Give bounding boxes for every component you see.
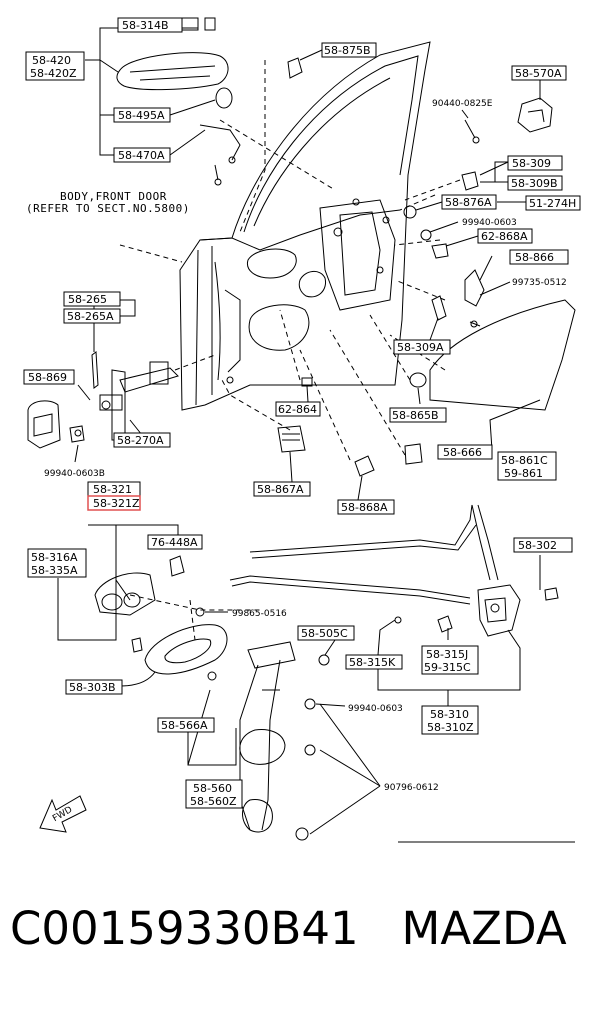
svg-text:58-321: 58-321 <box>93 483 132 496</box>
label-58-495a: 58-495A <box>113 107 171 123</box>
body-front-door-note: BODY,FRONT DOOR <box>60 190 167 203</box>
label-58-869: 58-869 <box>23 369 75 385</box>
svg-text:58-666: 58-666 <box>443 446 482 459</box>
svg-text:58-868A: 58-868A <box>341 501 388 514</box>
code-90796-0612: 90796-0612 <box>384 783 439 793</box>
code-99735-0512: 99735-0512 <box>512 278 567 288</box>
code-99940-0603-a: 99940-0603 <box>462 218 517 228</box>
code-99865-0516: 99865-0516 <box>232 609 287 619</box>
label-58-302: 58-302 <box>513 537 573 553</box>
part-number: C00159330B41 <box>10 902 359 955</box>
label-58-865b: 58-865B <box>389 407 447 423</box>
label-58-265a: 58-265A <box>63 308 121 324</box>
label-58-566a: 58-566A <box>157 717 215 733</box>
label-58-875b: 58-875B <box>321 42 377 58</box>
svg-text:58-861C: 58-861C <box>501 454 548 467</box>
svg-text:58-866: 58-866 <box>515 251 554 264</box>
label-62-868a: 62-868A <box>477 228 533 244</box>
label-58-470a: 58-470A <box>113 147 171 163</box>
svg-text:58-566A: 58-566A <box>161 719 208 732</box>
svg-text:62-864: 62-864 <box>278 403 317 416</box>
svg-text:58-867A: 58-867A <box>257 483 304 496</box>
fwd-arrow-icon <box>39 795 87 833</box>
label-58-309a: 58-309A <box>393 339 451 355</box>
code-90440-0825e: 90440-0825E <box>432 99 493 109</box>
svg-text:58-310Z: 58-310Z <box>427 721 474 734</box>
hardware-codes: 90440-0825E 99940-0603 99735-0512 99940-… <box>44 99 567 793</box>
svg-text:58-505C: 58-505C <box>301 627 348 640</box>
label-58-666: 58-666 <box>437 444 493 460</box>
svg-text:58-869: 58-869 <box>28 371 67 384</box>
lock-rods <box>229 504 499 605</box>
svg-text:58-310: 58-310 <box>430 708 469 721</box>
svg-text:58-316A: 58-316A <box>31 551 78 564</box>
label-76-448a: 76-448A <box>147 534 203 550</box>
label-51-274h: 51-274H <box>525 195 581 211</box>
svg-text:58-309A: 58-309A <box>397 341 444 354</box>
brand-name: MAZDA <box>401 902 567 955</box>
svg-text:58-315K: 58-315K <box>349 656 396 669</box>
code-99940-0603-c: 99940-0603 <box>348 704 403 714</box>
svg-text:58-321Z: 58-321Z <box>93 497 140 510</box>
svg-text:58-335A: 58-335A <box>31 564 78 577</box>
svg-text:58-420: 58-420 <box>32 54 71 67</box>
footer-caption: C00159330B41 MAZDA <box>10 902 595 955</box>
label-62-864: 62-864 <box>275 401 321 417</box>
label-58-309b: 58-309B <box>507 175 563 191</box>
label-58-570a: 58-570A <box>511 65 567 81</box>
outer-handle-part <box>116 17 303 186</box>
svg-text:58-470A: 58-470A <box>118 149 165 162</box>
svg-text:58-270A: 58-270A <box>117 434 164 447</box>
svg-text:59-861: 59-861 <box>504 467 543 480</box>
svg-text:58-309: 58-309 <box>512 157 551 170</box>
svg-text:76-448A: 76-448A <box>151 536 198 549</box>
label-58-303b: 58-303B <box>65 679 123 695</box>
label-58-876a: 58-876A <box>441 194 497 210</box>
label-58-866: 58-866 <box>509 249 569 265</box>
svg-text:51-274H: 51-274H <box>529 197 576 210</box>
door-glass-part <box>429 299 576 411</box>
label-58-868a: 58-868A <box>337 499 395 515</box>
label-58-314b: 58-314B <box>117 17 183 33</box>
svg-text:62-868A: 62-868A <box>481 230 528 243</box>
svg-text:58-265: 58-265 <box>68 293 107 306</box>
door-frame-drawing <box>179 41 431 411</box>
svg-text:59-315C: 59-315C <box>424 661 471 674</box>
label-58-309: 58-309 <box>507 155 563 171</box>
window-regulator-part <box>207 641 330 841</box>
svg-text:58-303B: 58-303B <box>69 681 116 694</box>
svg-text:58-560Z: 58-560Z <box>190 795 237 808</box>
label-58-505c: 58-505C <box>297 625 355 641</box>
inner-handle-part <box>94 555 228 675</box>
code-99940-0603b: 99940-0603B <box>44 469 105 479</box>
label-58-315k: 58-315K <box>345 654 403 670</box>
label-58-265: 58-265 <box>63 291 121 307</box>
svg-text:58-560: 58-560 <box>193 782 232 795</box>
svg-text:58-314B: 58-314B <box>122 19 169 32</box>
label-58-867a: 58-867A <box>253 481 311 497</box>
svg-text:58-309B: 58-309B <box>511 177 558 190</box>
svg-text:58-876A: 58-876A <box>445 196 492 209</box>
svg-text:58-865B: 58-865B <box>392 409 439 422</box>
svg-text:58-315J: 58-315J <box>426 648 468 661</box>
svg-text:58-265A: 58-265A <box>67 310 114 323</box>
label-58-270a: 58-270A <box>113 432 171 448</box>
svg-text:58-495A: 58-495A <box>118 109 165 122</box>
door-latch-part <box>394 584 559 637</box>
refer-to-section-note: (REFER TO SECT.NO.5800) <box>26 202 190 215</box>
svg-text:58-302: 58-302 <box>518 539 557 552</box>
center-small-parts <box>277 377 423 477</box>
svg-text:58-875B: 58-875B <box>324 44 371 57</box>
svg-text:58-420Z: 58-420Z <box>30 67 77 80</box>
svg-text:58-570A: 58-570A <box>515 67 562 80</box>
